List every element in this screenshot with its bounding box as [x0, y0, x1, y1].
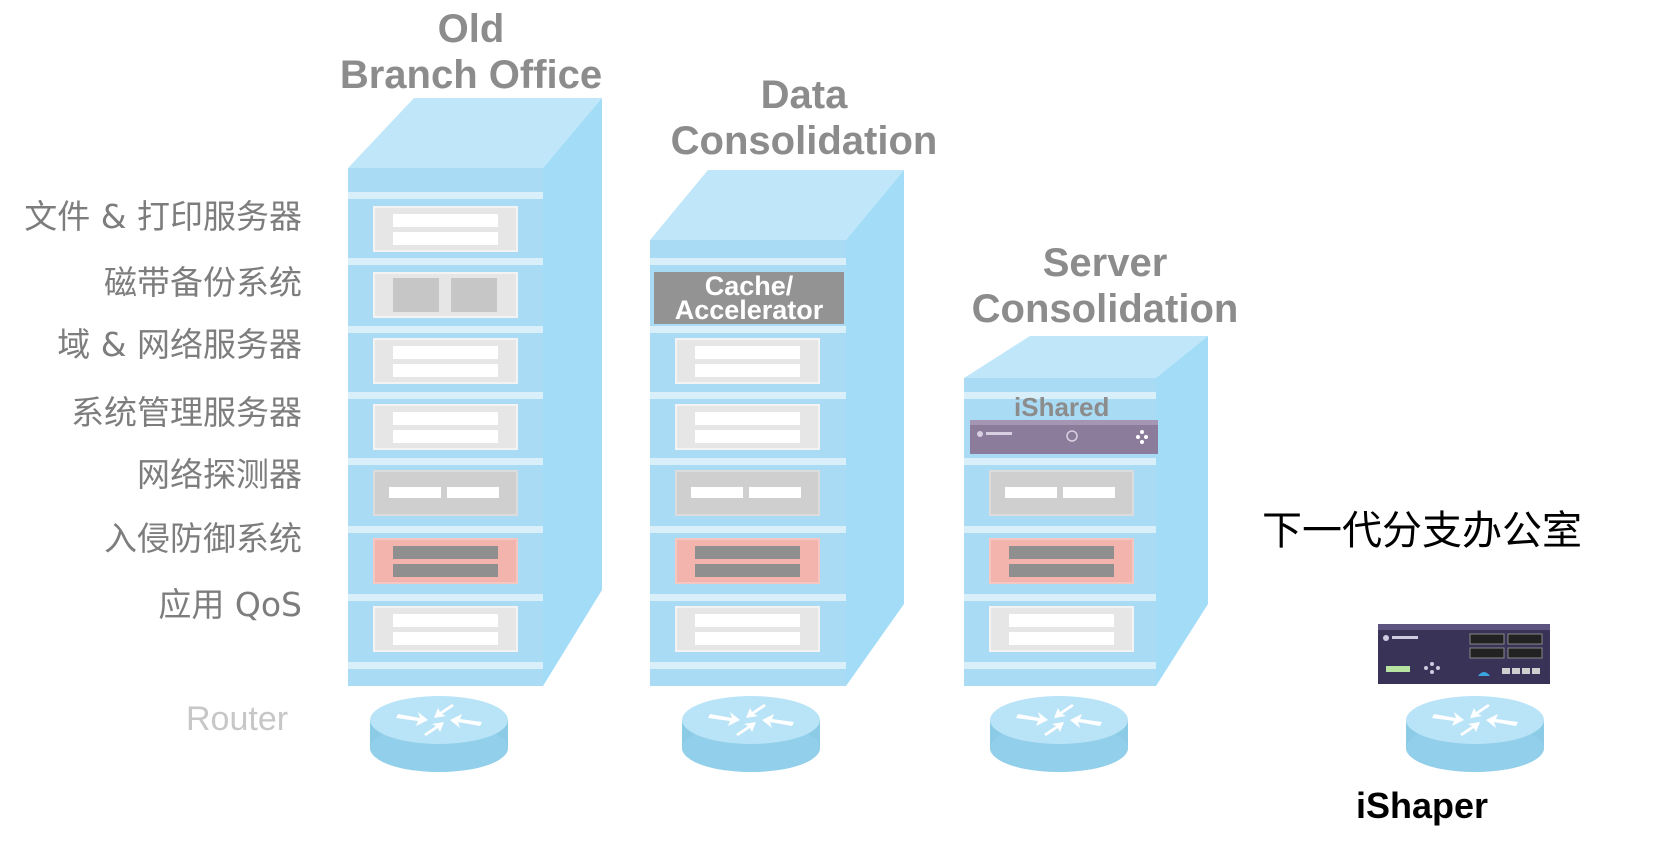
data-consolidation-title-line1: Data [760, 73, 848, 117]
row-label-system-mgmt: 系统管理服务器 [71, 393, 302, 432]
server-consolidation-rack: iShared [964, 378, 1158, 686]
sc-network-probe [989, 470, 1134, 516]
dc-network-probe [675, 470, 820, 516]
cache-line2: Accelerator [674, 295, 824, 325]
row-label-app-qos: 应用 QoS [158, 585, 302, 624]
old-mgmt-server [373, 404, 518, 450]
old-branch-title-line1: Old [437, 7, 505, 51]
row-label-tape-backup: 磁带备份系统 [104, 263, 302, 302]
data-consolidation-title-line2: Consolidation [670, 119, 938, 163]
old-app-qos [373, 606, 518, 652]
old-network-probe [373, 470, 518, 516]
router-label: Router [186, 700, 289, 738]
old-ips [373, 538, 518, 584]
old-tape-backup [373, 272, 518, 318]
data-consolidation-title: Data Consolidation [664, 72, 944, 164]
data-consolidation-rack: Cache/ Accelerator [650, 240, 846, 686]
old-domain-server [373, 338, 518, 384]
row-label-domain-network: 域 & 网络服务器 [57, 325, 302, 364]
row-label-network-probe: 网络探测器 [137, 455, 302, 494]
dc-app-qos [675, 606, 820, 652]
ishared-appliance [970, 420, 1158, 454]
router-icon-old-branch [370, 696, 508, 772]
ishared-appliance-graphic [970, 420, 1158, 454]
next-gen-branch-label: 下一代分支办公室 [1262, 508, 1582, 554]
dc-domain-server [675, 338, 820, 384]
cache-accelerator: Cache/ Accelerator [654, 272, 844, 324]
old-branch-title-line2: Branch Office [339, 53, 603, 97]
server-consolidation-title-line1: Server [1042, 241, 1168, 285]
dc-ips [675, 538, 820, 584]
sc-ips [989, 538, 1134, 584]
router-icon-server-consolidation [990, 696, 1128, 772]
ishared-label: iShared [1014, 392, 1110, 422]
server-consolidation-title: Server Consolidation [960, 240, 1250, 332]
cache-line1: Cache/ [704, 271, 794, 301]
row-label-ips: 入侵防御系统 [104, 519, 302, 558]
router-icon-data-consolidation [682, 696, 820, 772]
ishaper-label: iShaper [1356, 785, 1489, 826]
server-consolidation-title-line2: Consolidation [971, 287, 1239, 331]
old-branch-rack [348, 168, 543, 686]
router-icon-next-gen [1406, 696, 1544, 772]
old-branch-title: Old Branch Office [336, 6, 606, 98]
old-file-print-server [373, 206, 518, 252]
dc-mgmt-server [675, 404, 820, 450]
ishaper-device-icon [1378, 624, 1550, 684]
row-label-file-print: 文件 & 打印服务器 [24, 197, 302, 236]
sc-app-qos [989, 606, 1134, 652]
